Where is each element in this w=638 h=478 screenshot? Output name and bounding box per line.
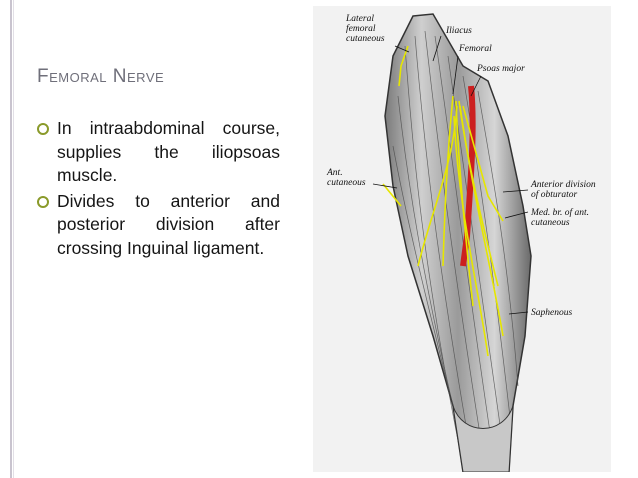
- femoral-artery: [460, 85, 476, 267]
- bullet-circle-icon: [37, 123, 49, 135]
- label-ant-cutaneous: Ant. cutaneous: [327, 168, 366, 188]
- label-leader-lines: [372, 35, 529, 315]
- label-saphenous: Saphenous: [531, 308, 573, 318]
- bullet-item: In intraabdominal course, supplies the i…: [37, 117, 280, 188]
- bullet-item: Divides to anterior and posterior divisi…: [37, 190, 280, 261]
- knee-area: [452, 405, 514, 472]
- label-psoas-major: Psoas major: [477, 64, 525, 74]
- slide-title: Femoral Nerve: [37, 66, 165, 87]
- nerves: [382, 45, 504, 357]
- label-lateral-femoral-cutaneous: Lateral femoral cutaneous: [346, 14, 385, 44]
- bullet-text: Divides to anterior and posterior divisi…: [57, 190, 280, 258]
- bullet-text: In intraabdominal course, supplies the i…: [57, 118, 280, 185]
- label-anterior-division-of-obturator: Anterior division of obturator: [531, 180, 596, 200]
- left-decorative-rule: [10, 0, 14, 478]
- thigh-outline: [384, 13, 532, 472]
- thigh-anatomy-drawing: [372, 13, 532, 472]
- label-iliacus: Iliacus: [446, 26, 472, 36]
- thigh-anatomy-illustration: Lateral femoral cutaneous Iliacus Femora…: [313, 6, 611, 472]
- bullet-circle-icon: [37, 195, 49, 208]
- label-femoral: Femoral: [459, 44, 492, 54]
- label-med-br-of-ant-cutaneous: Med. br. of ant. cutaneous: [531, 208, 590, 228]
- bullet-list: In intraabdominal course, supplies the i…: [37, 117, 280, 262]
